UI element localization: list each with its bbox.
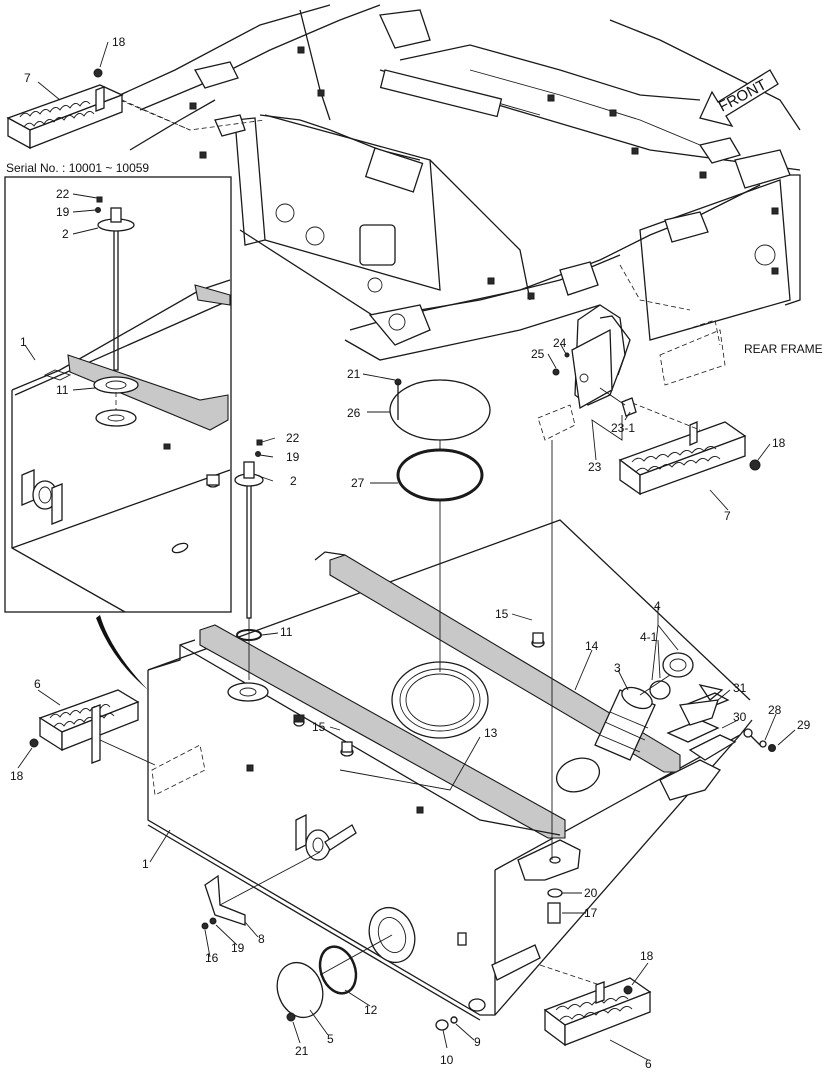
inset-leader-arrow [96,615,148,690]
step-6-bottom [539,964,652,1047]
callout-4-1: 4-1 [640,630,658,644]
callout-19: 19 [56,205,70,219]
fuel-tank [147,519,761,1021]
callout-11: 11 [280,625,293,639]
callout-18: 18 [112,35,126,49]
callout-1: 1 [142,857,149,871]
callout-15: 15 [495,607,509,621]
inset-serial-variant: Serial No. : 10001 ~ 10059 [4,161,232,613]
callout-9: 9 [474,1035,481,1049]
bracket-23 [537,328,637,860]
callout-28: 28 [768,703,782,717]
rear-frame-label: REAR FRAME [744,342,823,356]
callout-2: 2 [62,227,69,241]
callout-15: 15 [312,720,326,734]
callout-19: 19 [231,941,245,955]
callout-2: 2 [290,474,297,488]
drain-plug-10 [435,1016,458,1031]
callout-14: 14 [585,639,599,653]
callout-31: 31 [733,681,747,695]
callout-6: 6 [645,1057,652,1071]
bracket-8 [201,851,321,930]
fitting-17-20 [547,888,563,924]
callout-10: 10 [440,1053,454,1067]
callout-16: 16 [205,951,219,965]
callout-12: 12 [364,1003,378,1017]
callout-11: 11 [56,383,69,397]
callout-21: 21 [347,367,361,381]
callout-18: 18 [772,436,786,450]
callout-3: 3 [614,661,621,675]
callout-17: 17 [584,906,598,920]
callout-29: 29 [797,718,811,732]
callout-20: 20 [584,886,598,900]
callout-labels: 18 7 22 19 2 1 11 22 19 2 21 26 27 25 24… [10,35,811,1071]
callout-1: 1 [20,335,27,349]
sender-2-main [234,439,264,680]
callout-25: 25 [531,347,545,361]
step-6-left [29,689,156,766]
callout-7: 7 [24,71,31,85]
step-7-top [6,68,191,150]
callout-4: 4 [654,599,661,613]
callout-8: 8 [258,932,265,946]
callout-13: 13 [484,726,498,740]
front-label: FRONT [716,76,770,115]
callout-23-1: 23-1 [611,421,635,435]
callout-22: 22 [56,187,70,201]
callout-5: 5 [327,1032,334,1046]
rear-frame [119,4,801,406]
callout-6: 6 [34,677,41,691]
callout-21: 21 [295,1044,309,1058]
callout-18: 18 [10,769,24,783]
bolts-28-29 [759,740,776,752]
callout-23: 23 [588,460,602,474]
leader-lines [17,41,796,1061]
callout-18: 18 [640,949,654,963]
callout-22: 22 [286,431,300,445]
callout-30: 30 [733,710,747,724]
callout-24: 24 [553,336,567,350]
callout-7: 7 [724,509,731,523]
step-7-right [618,399,761,496]
fuel-cap-4 [639,674,737,761]
callout-26: 26 [347,406,361,420]
cover-5 [276,934,393,1022]
oring-27 [396,448,484,502]
callout-19: 19 [286,450,300,464]
plate-26 [389,378,491,441]
callout-27: 27 [351,476,365,490]
serial-note: Serial No. : 10001 ~ 10059 [6,161,149,175]
front-arrow: FRONT [699,69,779,128]
